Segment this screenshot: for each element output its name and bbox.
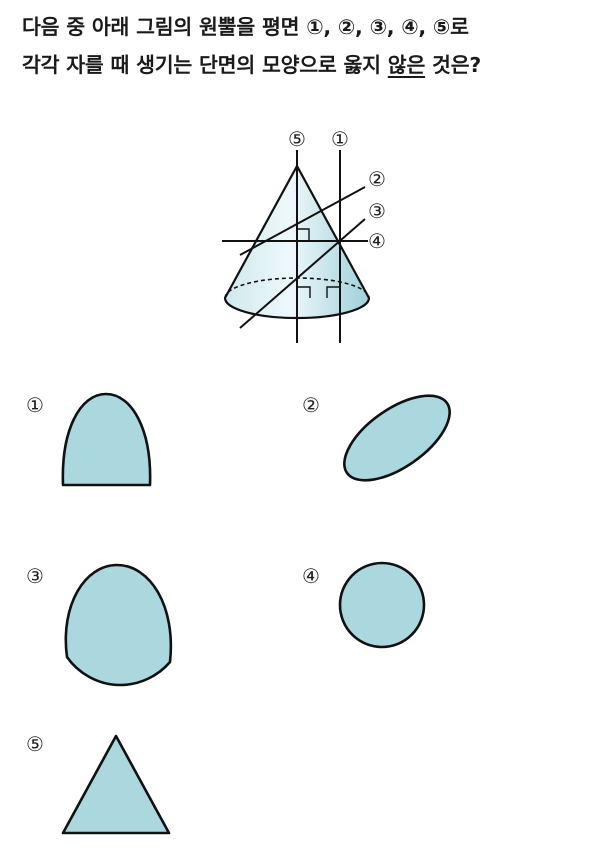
question-line-2-part-1: 각각 자를 때 생기는 단면의 모양으로 옳지: [22, 53, 388, 77]
option-5[interactable]: ⑤: [26, 732, 171, 835]
right-angle-marker-upper: [297, 228, 310, 241]
plane-5-label: ⑤: [288, 127, 306, 151]
option-5-number: ⑤: [26, 732, 44, 756]
underlined-word: 않은: [387, 53, 426, 77]
right-angle-marker-base-right: [326, 286, 340, 298]
plane-3-label: ③: [368, 199, 386, 223]
option-3[interactable]: ③: [26, 563, 173, 687]
plane-2-line: [239, 186, 366, 256]
option-1[interactable]: ①: [26, 392, 152, 487]
option-2-number: ②: [302, 393, 320, 417]
option-1-number: ①: [26, 393, 44, 417]
right-angle-marker-base-left: [297, 286, 311, 298]
option-1-shape: [61, 392, 152, 487]
question-line-2: 각각 자를 때 생기는 단면의 모양으로 옳지 않은 것은?: [22, 46, 602, 84]
plane-1-label: ①: [331, 127, 349, 151]
option-4[interactable]: ④: [302, 561, 426, 649]
question-line-1: 다음 중 아래 그림의 원뿔을 평면 ①, ②, ③, ④, ⑤로: [22, 15, 469, 39]
option-5-shape: [61, 734, 171, 835]
plane-2-label: ②: [368, 167, 386, 191]
option-3-number: ③: [26, 564, 44, 588]
question-text: 다음 중 아래 그림의 원뿔을 평면 ①, ②, ③, ④, ⑤로 각각 자를 …: [22, 8, 602, 84]
option-3-shape: [64, 563, 173, 687]
cone-diagram: ⑤ ① ② ③ ④: [222, 127, 386, 343]
plane-3-line: [239, 218, 366, 329]
option-4-shape: [338, 561, 426, 649]
option-2-shape: [343, 394, 451, 482]
option-2[interactable]: ②: [302, 379, 464, 496]
option-4-number: ④: [302, 564, 320, 588]
question-line-2-part-2: 것은?: [425, 53, 482, 77]
plane-4-label: ④: [368, 229, 386, 253]
